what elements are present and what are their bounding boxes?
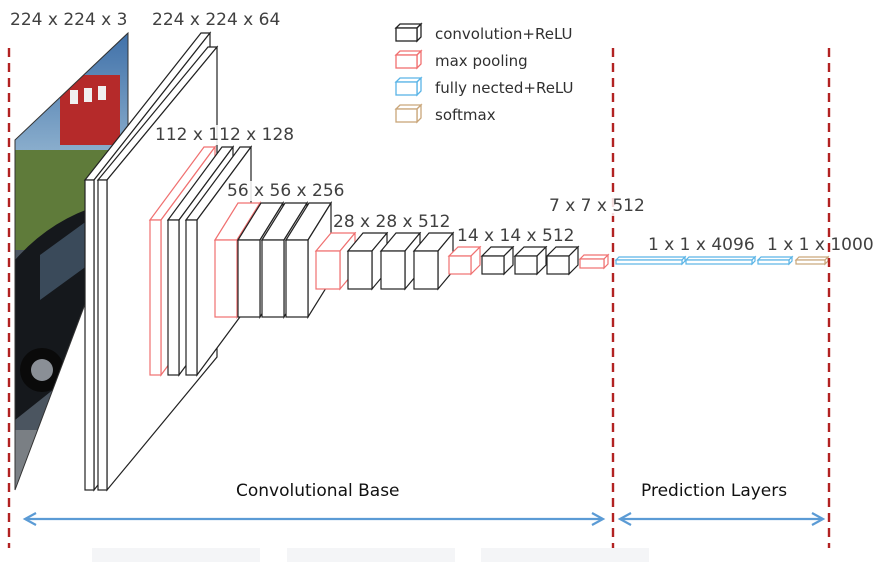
label-fc-size: 1 x 1 x 4096 <box>648 235 755 255</box>
blue-cube-icon <box>394 76 423 97</box>
fc-layers <box>614 255 794 266</box>
conv5-block <box>447 245 580 276</box>
conv3-block <box>213 200 333 320</box>
legend-icons <box>394 22 423 124</box>
label-softmax-size: 1 x 1 x 1000 <box>767 235 874 255</box>
legend-label-fc: fully nected+ReLU <box>435 79 574 97</box>
base-span-arrow <box>22 512 606 526</box>
fc2-layer <box>684 255 757 266</box>
black-cube-icon <box>394 22 423 43</box>
pool4-layer <box>447 245 482 276</box>
tan-cube-icon <box>394 103 423 124</box>
faint-bottom-bar <box>481 548 649 562</box>
label-conv1-size: 224 x 224 x 64 <box>152 10 281 30</box>
section-dividers <box>7 48 831 548</box>
faint-bottom-bar <box>287 548 455 562</box>
conv5-layer-b <box>513 245 548 276</box>
legend-label-pool: max pooling <box>435 52 528 70</box>
label-conv4-size: 28 x 28 x 512 <box>333 212 451 232</box>
prediction-span-arrow <box>617 512 826 526</box>
conv4-layer-c <box>412 231 455 291</box>
legend-label-conv: convolution+ReLU <box>435 25 573 43</box>
pool5-layer <box>578 253 610 270</box>
label-input-size: 224 x 224 x 3 <box>10 10 128 30</box>
faint-bottom-bar <box>92 548 260 562</box>
red-cube-icon <box>394 49 423 70</box>
fc3-layer <box>756 255 794 266</box>
softmax-layer <box>794 255 830 266</box>
fc1-layer <box>614 255 687 266</box>
label-conv5-size: 14 x 14 x 512 <box>457 226 575 246</box>
conv5-layer-c <box>545 245 580 276</box>
section-label-convolutional-base: Convolutional Base <box>236 481 400 501</box>
section-label-prediction-layers: Prediction Layers <box>641 481 788 501</box>
conv4-layer-a <box>346 231 389 291</box>
label-pool5-size: 7 x 7 x 512 <box>549 196 645 216</box>
legend-label-softmax: softmax <box>435 106 496 124</box>
label-conv2-size: 112 x 112 x 128 <box>155 125 295 145</box>
conv5-layer-a <box>480 245 515 276</box>
label-conv3-size: 56 x 56 x 256 <box>227 181 345 201</box>
conv4-block <box>314 231 455 291</box>
